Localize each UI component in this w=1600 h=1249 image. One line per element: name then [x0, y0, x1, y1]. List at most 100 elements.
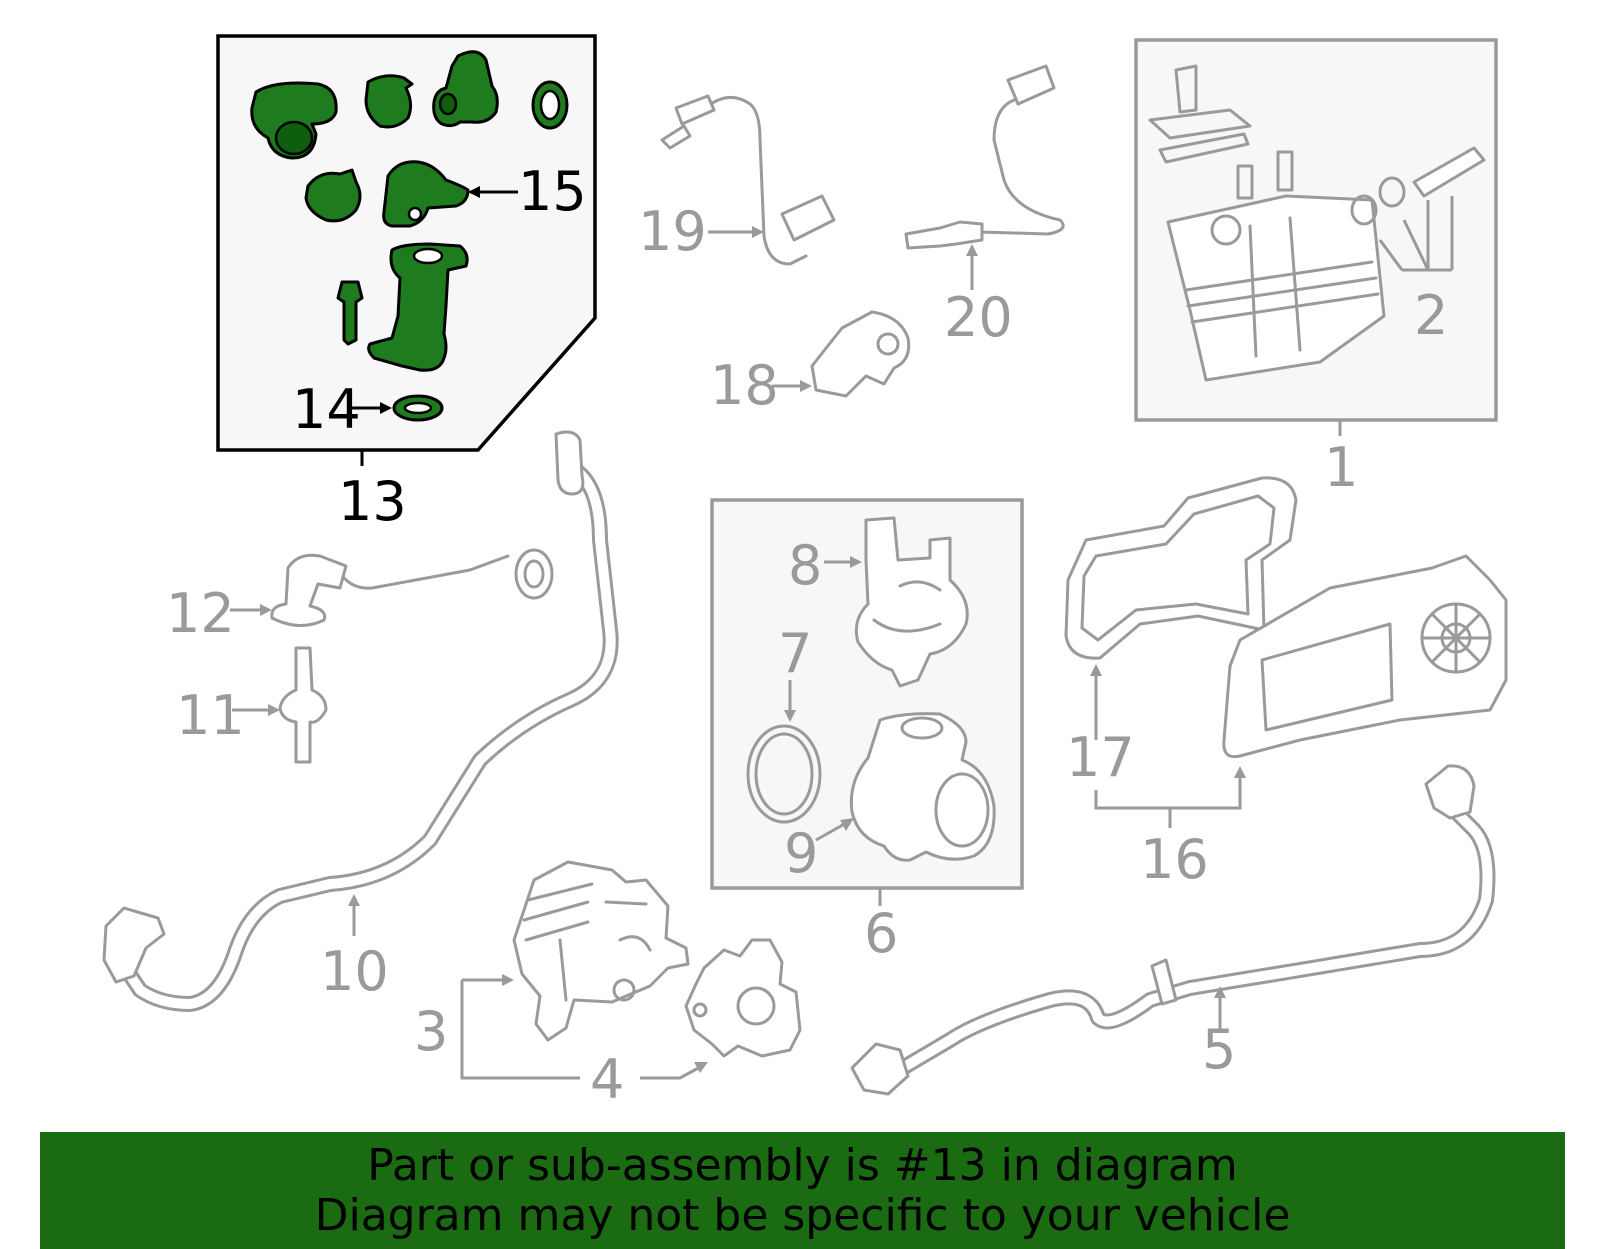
arrowhead-14: [380, 402, 392, 414]
assembly-6-group[interactable]: 8 7 9 6: [710, 498, 1024, 965]
callout-6: 6: [864, 902, 898, 965]
part-4-hole-b: [692, 1002, 708, 1018]
part-9-top: [900, 716, 944, 740]
callout-2: 2: [1414, 284, 1448, 347]
part-5-end-a[interactable]: [850, 1042, 910, 1096]
part-16-cover[interactable]: [1222, 554, 1508, 759]
part-7-seal[interactable]: [746, 724, 822, 824]
part-4-hole: [736, 986, 776, 1026]
part-5-group[interactable]: 5: [850, 764, 1496, 1096]
leader-9: [815, 820, 849, 842]
callout-5: 5: [1202, 1018, 1236, 1081]
part-12-end[interactable]: [514, 548, 554, 600]
part-3-port: [612, 978, 636, 1002]
arrowhead-12: [260, 604, 272, 616]
part-20-connector[interactable]: [1006, 64, 1056, 106]
assembly-1-group[interactable]: 2 1: [1134, 38, 1498, 499]
part-5-end-b[interactable]: [1424, 764, 1476, 820]
part-10-group[interactable]: 10: [102, 430, 619, 1012]
part-housing-port: [412, 247, 444, 265]
callout-10: 10: [320, 940, 389, 1003]
arrowhead-8: [850, 556, 862, 568]
callout-7: 7: [778, 622, 812, 685]
part-bolt[interactable]: [336, 280, 364, 346]
part-canister-port: [1210, 214, 1242, 246]
part-12-elbow[interactable]: [270, 553, 348, 627]
callout-8: 8: [788, 534, 822, 597]
arrowhead-10: [348, 894, 360, 906]
arrowhead-3: [502, 974, 514, 986]
arrowhead-7: [784, 710, 796, 722]
arrowhead-19: [752, 226, 764, 238]
banner-line-2: Diagram may not be specific to your vehi…: [314, 1189, 1291, 1241]
part-17-gasket-inner: [1080, 494, 1276, 642]
notice-banner: Part or sub-assembly is #13 in diagram D…: [40, 1132, 1565, 1249]
part-12-end-inner: [523, 559, 545, 589]
part-19-group[interactable]: 19: [638, 94, 836, 266]
part-10-end-b[interactable]: [102, 906, 166, 984]
part-20-sensor[interactable]: [904, 220, 984, 250]
part-14-o-ring-inner: [403, 401, 433, 415]
part-hose-elbow-port: [274, 120, 314, 156]
part-18-group[interactable]: 18: [710, 310, 911, 417]
part-canister-cap: [1148, 64, 1252, 164]
leader-3: [460, 978, 580, 1080]
part-8-valve[interactable]: [854, 516, 969, 688]
callout-17: 17: [1066, 726, 1135, 789]
assembly-13-group[interactable]: 15 14 13: [216, 34, 597, 533]
callout-3: 3: [414, 1000, 448, 1063]
part-4-gasket[interactable]: [684, 938, 802, 1058]
callout-14: 14: [292, 378, 361, 441]
part-3-details: [522, 882, 652, 1002]
part-16-17-group[interactable]: 17 16: [1064, 476, 1508, 891]
part-20-wire: [978, 98, 1065, 236]
callout-11: 11: [176, 684, 245, 747]
part-housing[interactable]: [367, 242, 469, 372]
part-hose-elbow[interactable]: [250, 81, 338, 160]
arrowhead-15: [468, 186, 480, 198]
arrowhead-5: [1214, 986, 1226, 998]
part-canister-nipples: [1236, 150, 1294, 200]
part-3-4-group[interactable]: 3 4: [414, 860, 802, 1111]
part-o-ring-a-inner: [539, 89, 561, 121]
callout-12: 12: [166, 582, 235, 645]
callout-20: 20: [944, 286, 1013, 349]
part-10-end-a[interactable]: [554, 430, 585, 496]
part-19-sensor[interactable]: [660, 94, 836, 242]
arrowhead-20: [966, 244, 978, 256]
part-19-wire: [706, 96, 808, 266]
arrowhead-11: [268, 704, 280, 716]
part-2-seal-b[interactable]: [1378, 176, 1406, 208]
part-11-12-group[interactable]: 12 11: [166, 548, 554, 764]
part-2-valve[interactable]: [1412, 146, 1486, 198]
part-16-fins: [1420, 602, 1492, 674]
part-18-sensor[interactable]: [810, 310, 911, 398]
leader-4: [640, 1064, 703, 1080]
part-16-ribs: [1260, 622, 1394, 732]
callout-19: 19: [638, 200, 707, 263]
banner-line-1: Part or sub-assembly is #13 in diagram: [367, 1139, 1238, 1191]
part-3-pump[interactable]: [512, 860, 690, 1042]
part-20-group[interactable]: 20: [904, 64, 1065, 349]
part-9-bore: [934, 772, 990, 848]
part-15-bracket[interactable]: [382, 160, 470, 228]
part-5-clip[interactable]: [1150, 958, 1178, 1006]
part-2-seal-a[interactable]: [1350, 194, 1378, 226]
part-9-housing[interactable]: [849, 712, 996, 862]
callout-9: 9: [784, 822, 818, 885]
arrowhead-18: [800, 380, 812, 392]
arrowhead-9: [840, 818, 854, 831]
leader-2: [1378, 196, 1454, 272]
arrowhead-17: [1090, 664, 1102, 676]
part-clamp-b[interactable]: [304, 168, 362, 223]
part-15-hole: [407, 206, 423, 222]
part-8-detail: [872, 580, 942, 633]
arrowhead-16: [1234, 766, 1246, 778]
part-11-fitting[interactable]: [278, 646, 328, 764]
part-solenoid-port: [438, 92, 458, 116]
callout-13: 13: [338, 470, 407, 533]
callout-16: 16: [1140, 828, 1209, 891]
part-clamp-a[interactable]: [364, 74, 414, 129]
callout-4: 4: [590, 1048, 624, 1111]
